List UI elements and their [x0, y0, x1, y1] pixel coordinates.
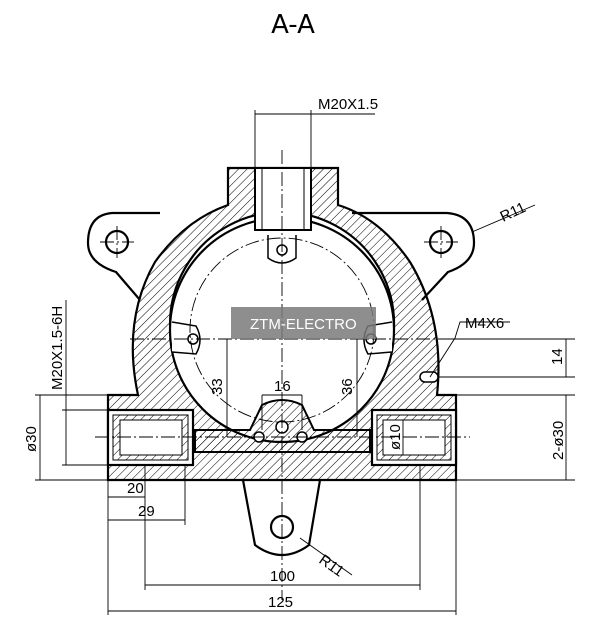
dim-dia30-left: ø30: [23, 426, 40, 452]
watermark-box: [231, 307, 376, 339]
dim-20: 20: [127, 480, 144, 497]
dim-33: 33: [209, 378, 226, 395]
left-mounting-ear: [86, 211, 160, 301]
dim-125: 125: [268, 594, 293, 611]
boss-left: [171, 321, 201, 355]
dim-radius-bottom: R11: [316, 551, 347, 580]
dim-36: 36: [339, 378, 356, 395]
right-mounting-ear: [352, 211, 476, 301]
section-title: A-A: [271, 10, 315, 40]
dim-dia10: ø10: [387, 424, 404, 450]
top-port-bore: [254, 167, 312, 231]
dim-16: 16: [274, 378, 291, 395]
dim-14: 14: [549, 348, 566, 365]
dim-100: 100: [270, 568, 295, 585]
dim-radius-top: R11: [498, 199, 529, 226]
dim-thread-left: M20X1.5-6H: [49, 306, 66, 390]
dim-thread-top: M20X1.5: [318, 96, 378, 113]
dim-screw: M4X6: [465, 315, 504, 332]
watermark-text: ZTM-ELECTRO: [250, 316, 357, 333]
dim-29: 29: [138, 503, 155, 520]
m4-hole: [419, 371, 439, 383]
dim-dia30-right: 2-ø30: [550, 421, 567, 460]
